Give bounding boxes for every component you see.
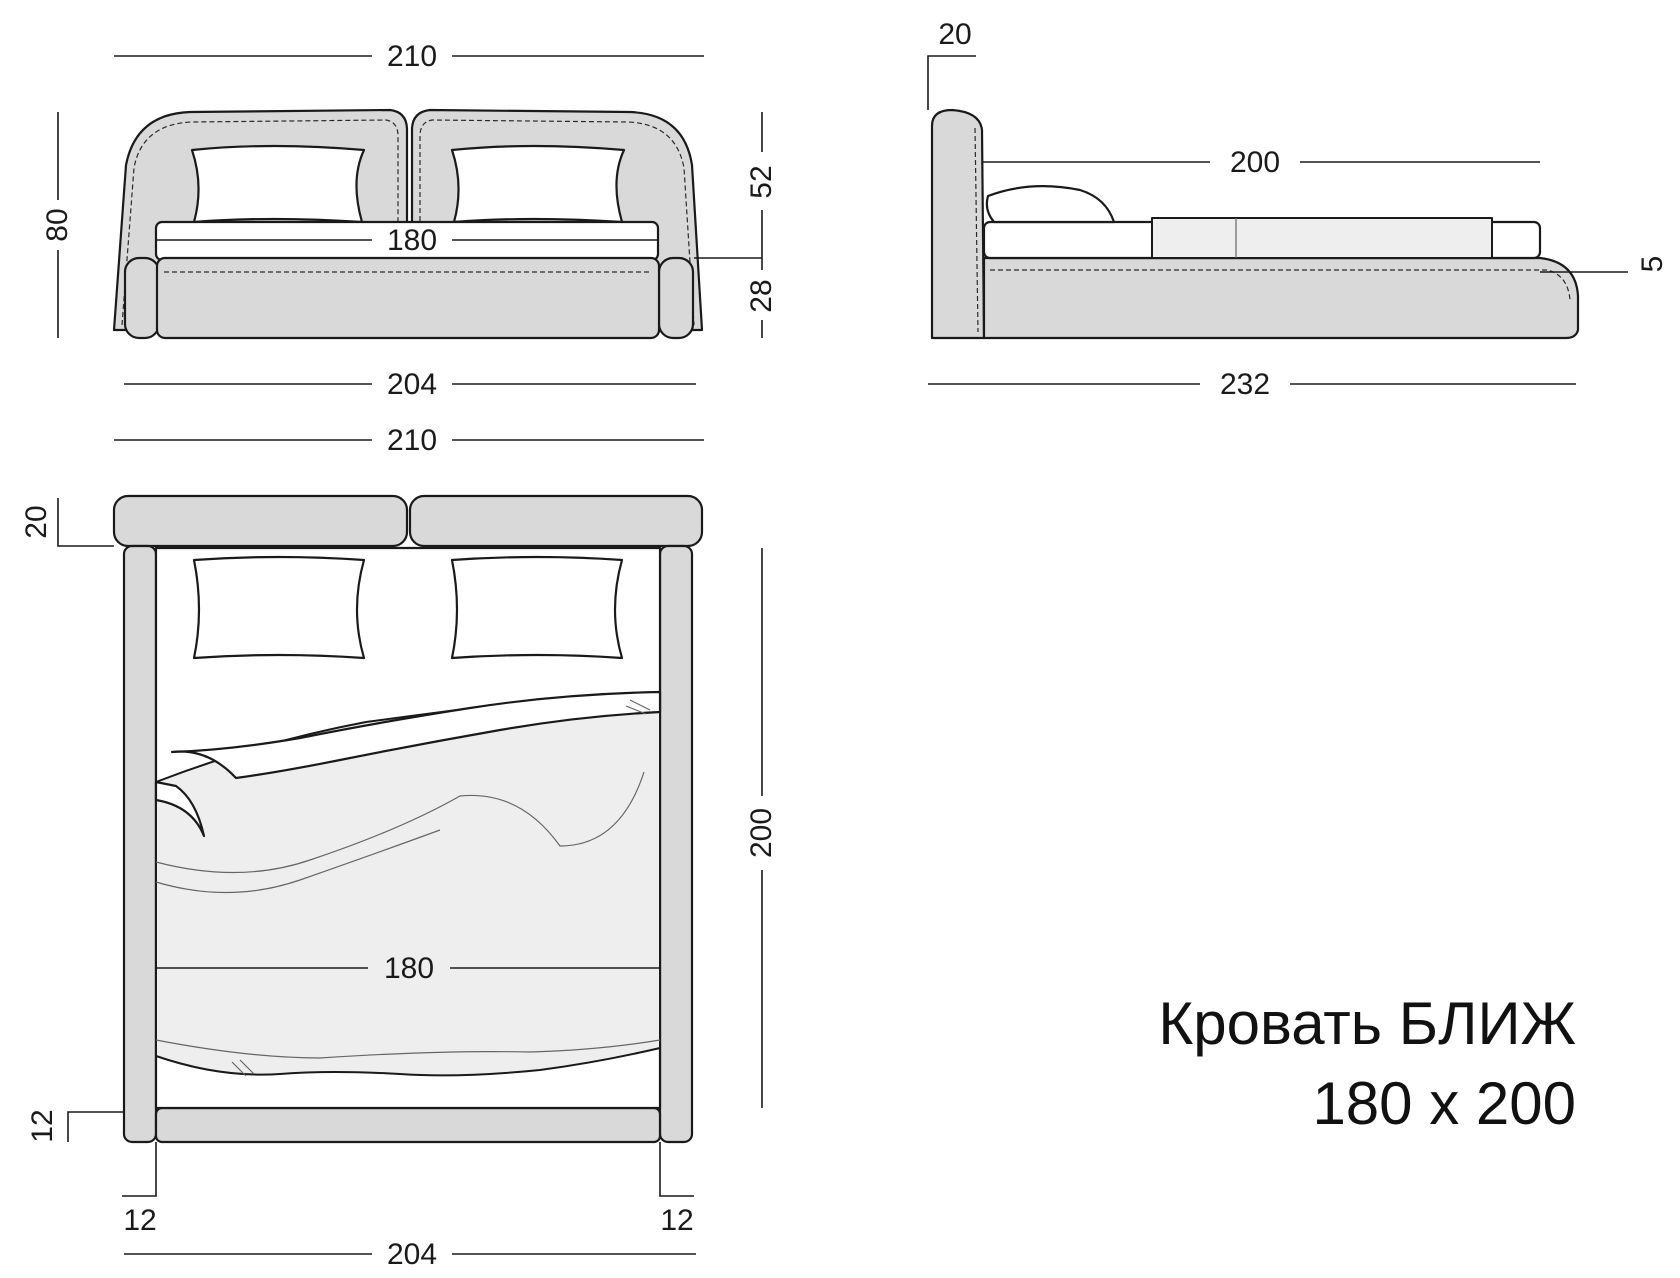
front-side-left: [123, 256, 161, 340]
top-blanket-fold: [170, 690, 662, 780]
product-title: Кровать БЛИЖ: [1158, 990, 1576, 1057]
dim-front-height: 80: [41, 208, 74, 241]
front-side-right: [657, 256, 695, 340]
dim-side-offset: 5: [1636, 256, 1669, 273]
top-view: 210 20 200 180 12 12 12 204: [20, 424, 778, 1271]
dim-top-mattress-width: 180: [384, 952, 434, 985]
top-footboard: [154, 1106, 662, 1144]
top-pillow-right: [450, 555, 624, 660]
dim-top-width: 210: [387, 424, 437, 457]
product-size: 180 x 200: [1312, 1070, 1576, 1137]
front-base: [155, 256, 661, 340]
dim-front-base-height: 28: [745, 279, 778, 312]
side-blanket: [1151, 217, 1493, 259]
top-rail-right: [658, 544, 694, 1144]
top-headboard-left: [112, 494, 409, 548]
dim-top-headboard-depth: 20: [20, 505, 53, 538]
dim-side-headboard-depth: 20: [938, 18, 971, 51]
front-pillow-right: [450, 144, 626, 224]
side-pillow: [985, 185, 1116, 224]
dim-top-bottom-width: 204: [387, 1238, 437, 1271]
dim-top-right-side: 12: [660, 1204, 693, 1237]
top-blanket: [155, 691, 661, 1077]
side-headboard: [930, 108, 986, 340]
top-headboard-right: [408, 494, 704, 548]
dim-front-top-width: 210: [387, 40, 437, 73]
dim-front-bottom-width: 204: [387, 368, 437, 401]
dim-front-mattress-width: 180: [387, 224, 437, 257]
top-pillow-left: [192, 555, 366, 660]
front-pillow-left: [190, 144, 366, 224]
side-base: [982, 256, 1580, 340]
front-view: 210 80 52 28 180 204: [41, 40, 778, 401]
dim-top-footboard-depth: 12: [26, 1109, 59, 1142]
dim-side-total-length: 232: [1220, 368, 1270, 401]
dim-top-left-side: 12: [123, 1204, 156, 1237]
side-view: 20 200 5 232: [927, 18, 1669, 401]
dim-front-headboard-height: 52: [745, 165, 778, 198]
dim-side-mattress-length: 200: [1230, 146, 1280, 179]
top-rail-left: [122, 544, 158, 1144]
dim-top-length: 200: [745, 808, 778, 858]
top-blanket-corner: [154, 780, 206, 838]
